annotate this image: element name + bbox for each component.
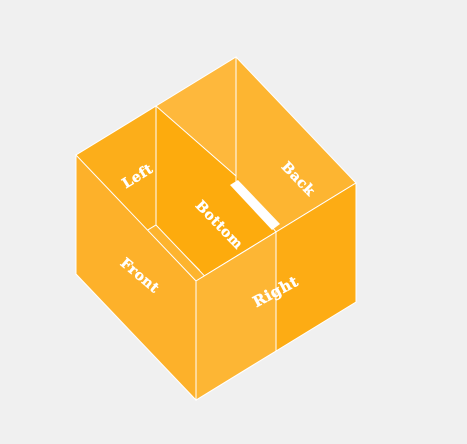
right-upper bbox=[275, 182, 357, 352]
gap-right bbox=[230, 180, 280, 230]
